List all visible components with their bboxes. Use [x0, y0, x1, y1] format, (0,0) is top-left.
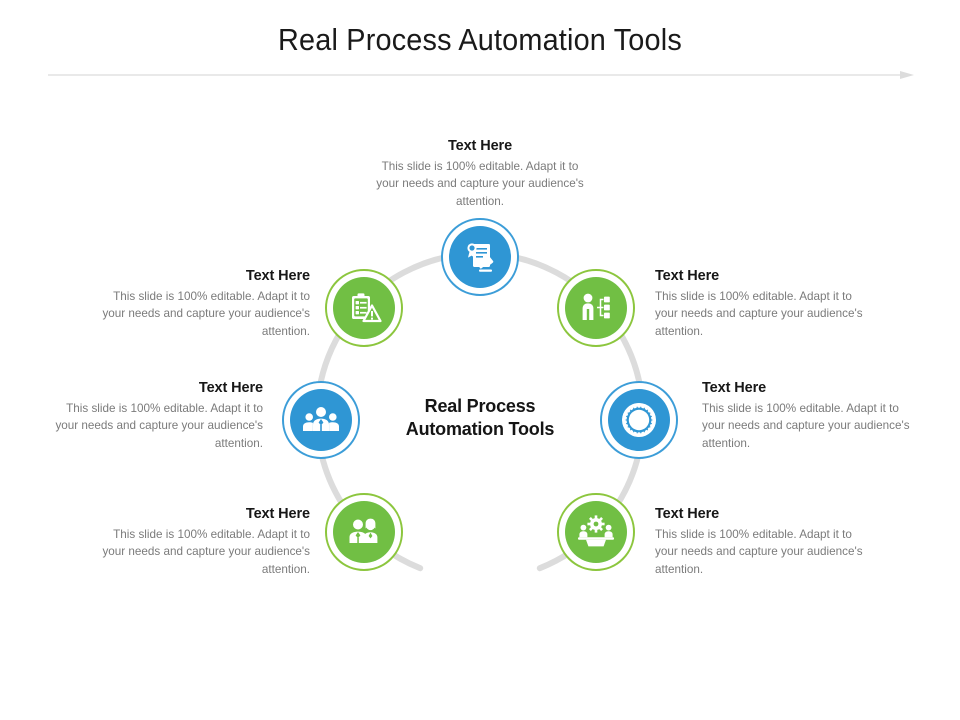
textblock-upper-right: Text Here This slide is 100% editable. A… [655, 268, 870, 340]
node-lower-right[interactable] [557, 493, 635, 571]
node-upper-right-disc [565, 277, 627, 339]
textblock-upper-right-title: Text Here [655, 268, 720, 284]
node-upper-left[interactable] [325, 269, 403, 347]
cycle-diagram: Real Process Automation Tools [0, 95, 960, 615]
textblock-left-body: This slide is 100% editable. Adapt it to… [55, 402, 263, 450]
center-label: Real Process Automation Tools [360, 395, 600, 441]
textblock-lower-left-body: This slide is 100% editable. Adapt it to… [102, 528, 310, 576]
node-left-disc [290, 389, 352, 451]
textblock-upper-right-body: This slide is 100% editable. Adapt it to… [655, 290, 863, 338]
node-lower-left[interactable] [325, 493, 403, 571]
center-label-line2: Automation Tools [405, 419, 555, 440]
textblock-right: Text Here This slide is 100% editable. A… [702, 380, 917, 452]
textblock-top: Text Here This slide is 100% editable. A… [370, 138, 590, 210]
checklist-warning-icon [346, 290, 382, 326]
textblock-left: Text Here This slide is 100% editable. A… [48, 380, 263, 452]
textblock-upper-left-body: This slide is 100% editable. Adapt it to… [102, 290, 310, 338]
textblock-top-body: This slide is 100% editable. Adapt it to… [376, 160, 584, 208]
textblock-upper-left-title: Text Here [245, 268, 310, 284]
two-business-people-icon [346, 514, 382, 550]
title-underline-arrow [48, 71, 914, 79]
textblock-lower-left: Text Here This slide is 100% editable. A… [95, 506, 310, 578]
node-left[interactable] [282, 381, 360, 459]
node-lower-left-disc [333, 501, 395, 563]
node-top[interactable] [441, 218, 519, 296]
node-top-disc [449, 226, 511, 288]
team-group-icon [302, 401, 340, 439]
page-title: Real Process Automation Tools [278, 22, 682, 57]
gear-cog-icon [618, 399, 660, 441]
textblock-top-title: Text Here [447, 138, 513, 154]
textblock-left-title: Text Here [198, 380, 263, 396]
certificate-gavel-icon [462, 239, 498, 275]
meeting-table-gear-icon [577, 513, 615, 551]
node-lower-right-disc [565, 501, 627, 563]
node-upper-left-disc [333, 277, 395, 339]
textblock-lower-right-body: This slide is 100% editable. Adapt it to… [655, 528, 863, 576]
node-right[interactable] [600, 381, 678, 459]
org-chart-person-icon [578, 290, 614, 326]
node-right-disc [608, 389, 670, 451]
center-label-line1: Real Process [424, 396, 536, 416]
textblock-right-title: Text Here [702, 380, 767, 396]
textblock-lower-left-title: Text Here [245, 506, 310, 522]
textblock-lower-right-title: Text Here [655, 506, 720, 522]
textblock-upper-left: Text Here This slide is 100% editable. A… [95, 268, 310, 340]
textblock-lower-right: Text Here This slide is 100% editable. A… [655, 506, 870, 578]
node-upper-right[interactable] [557, 269, 635, 347]
textblock-right-body: This slide is 100% editable. Adapt it to… [702, 402, 910, 450]
